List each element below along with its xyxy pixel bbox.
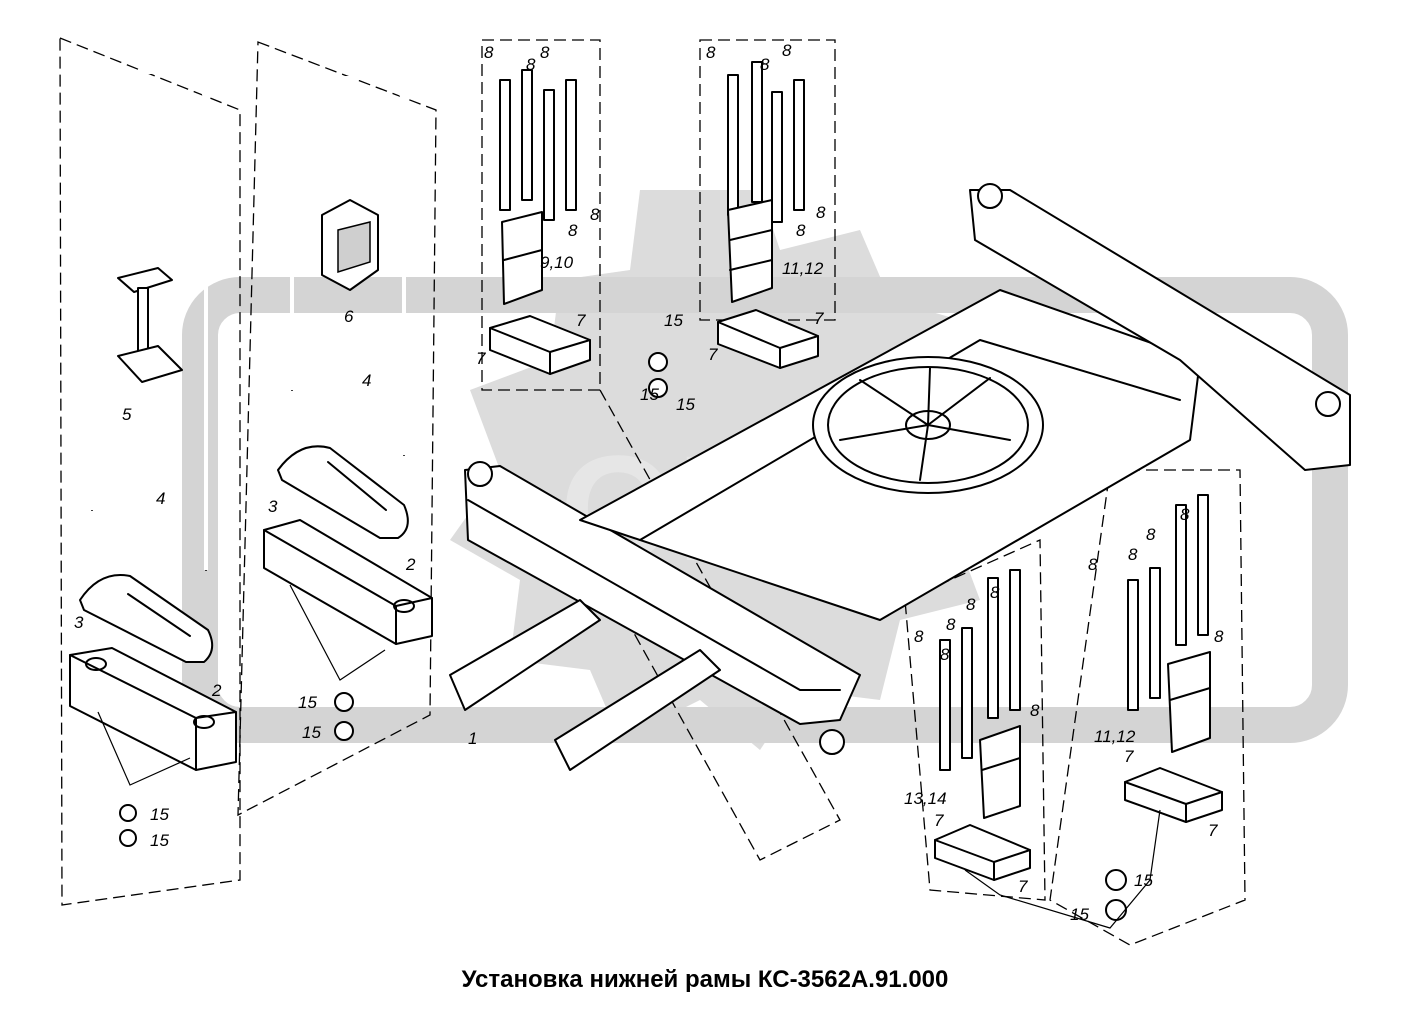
label-8: 8 (782, 41, 792, 60)
wedge-11-12-lower (1167, 651, 1211, 753)
clip-6 (321, 199, 379, 291)
wedge-11-12-top (727, 199, 773, 303)
block-7-lower-middle (934, 824, 1031, 881)
label-7: 7 (934, 811, 944, 830)
label-8: 8 (706, 43, 716, 62)
label-15: 15 (302, 723, 321, 742)
label-7: 7 (576, 311, 586, 330)
label-15: 15 (1070, 905, 1089, 924)
label-8: 8 (590, 205, 600, 224)
label-6: 6 (344, 307, 354, 326)
label-8: 8 (990, 583, 1000, 602)
label-8: 8 (1128, 545, 1138, 564)
label-9-10: 9,10 (540, 253, 574, 272)
nuts-15-top (648, 352, 668, 398)
nuts-15-lower-right (964, 809, 1161, 929)
label-2: 2 (211, 681, 222, 700)
label-8: 8 (760, 55, 770, 74)
pad-3-left (79, 574, 214, 663)
callout-labels: 1 2 2 3 3 4 4 5 6 7 7 7 7 7 7 7 7 8 8 8 … (74, 41, 1224, 924)
label-8: 8 (1214, 627, 1224, 646)
wedge-13-14 (979, 725, 1021, 819)
turntable-ring (812, 356, 1044, 494)
label-15: 15 (298, 693, 317, 712)
group-outlines (59, 37, 1246, 946)
block-7-top-right (717, 309, 819, 369)
diagram-caption: Установка нижней рамы КС-3562А.91.000 (461, 966, 949, 993)
bolts-8-lower-right (1127, 494, 1209, 711)
nuts-15-center (289, 584, 386, 741)
label-8: 8 (940, 645, 950, 664)
label-15: 15 (664, 311, 683, 330)
label-4: 4 (362, 371, 371, 390)
label-8: 8 (568, 221, 578, 240)
bracket-5 (117, 267, 183, 383)
u-bolt-center (290, 76, 406, 456)
pad-3-center (277, 445, 409, 539)
label-8: 8 (1180, 505, 1190, 524)
label-8: 8 (526, 55, 536, 74)
label-8: 8 (1146, 525, 1156, 544)
label-4: 4 (156, 489, 165, 508)
label-5: 5 (122, 405, 132, 424)
block-7-lower-right (1124, 767, 1223, 823)
label-7: 7 (1208, 821, 1218, 840)
plate-2-left (69, 647, 237, 771)
label-15: 15 (150, 831, 169, 850)
nuts-15-left (97, 711, 191, 847)
label-8: 8 (484, 43, 494, 62)
label-8: 8 (966, 595, 976, 614)
label-3: 3 (74, 613, 84, 632)
label-7: 7 (708, 345, 718, 364)
label-2: 2 (405, 555, 416, 574)
label-15: 15 (676, 395, 695, 414)
label-8: 8 (946, 615, 956, 634)
label-8: 8 (1030, 701, 1040, 720)
label-7: 7 (1018, 877, 1028, 896)
block-7-top-left (489, 315, 591, 375)
u-bolt-left (90, 70, 208, 571)
plate-2-center (263, 519, 433, 645)
label-7: 7 (476, 349, 486, 368)
label-8: 8 (816, 203, 826, 222)
label-8: 8 (796, 221, 806, 240)
label-13-14: 13,14 (904, 789, 947, 808)
label-15: 15 (150, 805, 169, 824)
label-8: 8 (1088, 555, 1098, 574)
label-15: 15 (640, 385, 659, 404)
wedge-9-10 (501, 211, 543, 305)
bolts-8-top-left (499, 69, 577, 221)
label-8: 8 (914, 627, 924, 646)
label-3: 3 (268, 497, 278, 516)
label-1: 1 (468, 729, 477, 748)
label-11-12: 11,12 (782, 259, 824, 278)
bolts-8-lower-middle (939, 569, 1021, 771)
label-7: 7 (814, 309, 824, 328)
label-8: 8 (540, 43, 550, 62)
label-11-12: 11,12 (1094, 727, 1136, 746)
label-7: 7 (1124, 747, 1134, 766)
label-15: 15 (1134, 871, 1153, 890)
bolts-8-top-right (727, 61, 805, 223)
